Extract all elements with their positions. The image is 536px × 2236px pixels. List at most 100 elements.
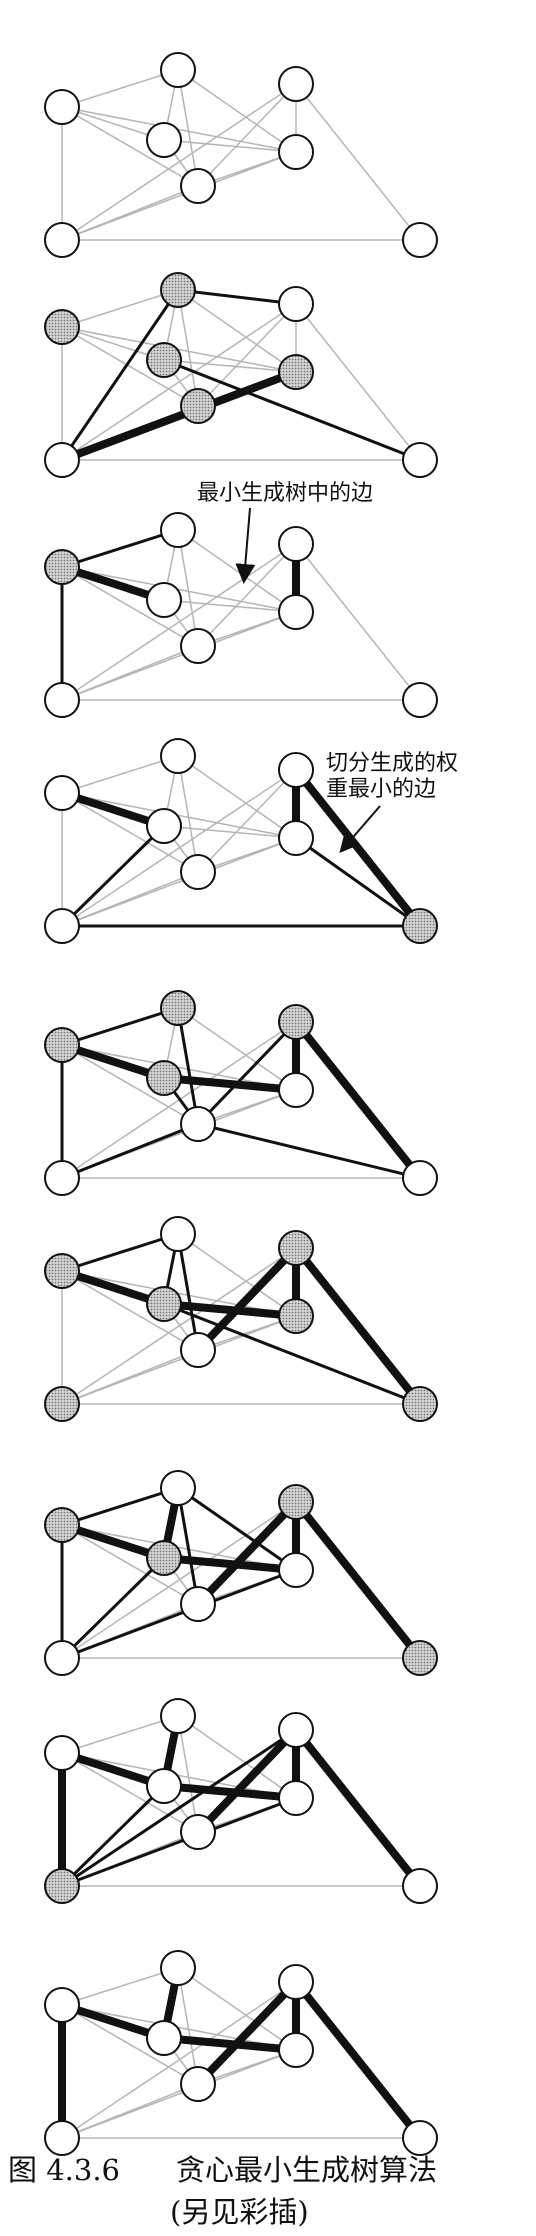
edge-b-d [177, 1715, 199, 1833]
cut-edge-label-2: 重最小的边 [326, 777, 436, 802]
node-a [44, 89, 80, 125]
node-f [278, 1964, 314, 2000]
edge-f-g [61, 1501, 297, 1659]
edge-b-e [177, 1233, 297, 1317]
edge-f-g [61, 83, 297, 241]
edge-b-e [177, 289, 297, 373]
node-d [180, 628, 216, 664]
node-g [44, 442, 80, 478]
node-e [278, 1072, 314, 1108]
node-g [44, 682, 80, 718]
edge-d-f [197, 543, 297, 647]
edge-c-e-thick [160, 1074, 300, 1094]
node-h-marked [402, 1640, 438, 1676]
node-d-marked [180, 388, 216, 424]
edge-d-f-thick [194, 1498, 300, 1608]
node-b [160, 1470, 196, 1506]
node-g [44, 1640, 80, 1676]
node-c [146, 582, 182, 618]
node-a [44, 1987, 80, 2023]
edge-d-g [61, 1349, 199, 1405]
edge-c-h-thin [162, 1302, 422, 1406]
edge-b-d [177, 69, 199, 187]
edge-e-g-thin [60, 1796, 298, 1888]
edge-a-e [61, 106, 297, 153]
edge-a-b-thin [60, 528, 180, 569]
node-b-marked [160, 990, 196, 1026]
node-g-marked [44, 1386, 80, 1422]
node-d [180, 1106, 216, 1142]
node-d [180, 2066, 216, 2102]
node-h-marked [402, 1386, 438, 1422]
edge-f-h [295, 83, 421, 241]
node-g-marked [44, 1868, 80, 1904]
edge-f-h-thick [292, 1978, 424, 2142]
edge-b-d [177, 289, 199, 407]
node-c-marked [146, 342, 182, 378]
node-b-marked [160, 272, 196, 308]
edge-c-h-thin [162, 358, 422, 462]
edge-e-g [61, 1315, 297, 1405]
node-h [402, 442, 438, 478]
edge-b-d-thin [176, 1006, 200, 1126]
edge-d-g [61, 185, 199, 241]
edge-f-h-thick [292, 1018, 424, 1182]
edge-a-b-thin [60, 1006, 180, 1047]
node-f [278, 752, 314, 788]
node-a [44, 1735, 80, 1771]
edge-b-d [177, 1967, 199, 2085]
edge-e-g [61, 151, 297, 241]
node-c [146, 808, 182, 844]
figure-number: 图 4.3.6 [8, 2153, 121, 2187]
edge-a-b [61, 69, 179, 108]
figure-title: 贪心最小生成树算法 [176, 2153, 438, 2187]
edge-d-f-thick [194, 1244, 300, 1354]
edge-c-e-thick [160, 1782, 300, 1802]
panel-4 [44, 738, 438, 944]
edge-a-d [61, 106, 199, 187]
node-e [278, 820, 314, 856]
panel-2 [44, 272, 438, 478]
edge-b-e [177, 1007, 297, 1091]
edge-a-b [61, 755, 179, 794]
node-e [278, 1552, 314, 1588]
node-f [278, 526, 314, 562]
edge-d-f-thin [196, 1020, 298, 1126]
edge-c-e-thick [160, 2034, 300, 2054]
node-b [160, 512, 196, 548]
node-c-marked [146, 1286, 182, 1322]
edge-c-e [163, 825, 297, 839]
node-g [44, 908, 80, 944]
node-h [402, 2120, 438, 2156]
edge-c-g-thin [60, 1784, 166, 1888]
edge-a-e [61, 792, 297, 839]
edge-b-e-thin [176, 1486, 298, 1572]
node-e [278, 2032, 314, 2068]
edge-a-d [61, 326, 199, 407]
edge-f-g-thin [60, 1728, 298, 1888]
edge-a-e [61, 326, 297, 373]
edge-d-g [61, 645, 199, 701]
panel-9 [44, 1950, 438, 2156]
node-e [278, 1780, 314, 1816]
edge-b-f-thin [176, 288, 298, 306]
node-b [160, 738, 196, 774]
edge-e-g [61, 611, 297, 701]
cut-edge-label-1: 切分生成的权 [326, 751, 458, 776]
edge-a-d [61, 792, 199, 873]
panel-3 [44, 512, 438, 718]
node-a-marked [44, 1507, 80, 1543]
edge-a-b-thin [60, 1486, 180, 1527]
edge-a-b [61, 289, 179, 328]
edge-c-g-thin [60, 824, 166, 928]
edge-c-g-thin [60, 1556, 166, 1660]
edge-a-b [61, 1967, 179, 2006]
node-a-marked [44, 1253, 80, 1289]
panel-7 [44, 1470, 438, 1676]
node-c [146, 1768, 182, 1804]
node-g [44, 1160, 80, 1196]
node-e [278, 134, 314, 170]
edge-d-f [197, 769, 297, 873]
edge-a-d [61, 1752, 199, 1833]
